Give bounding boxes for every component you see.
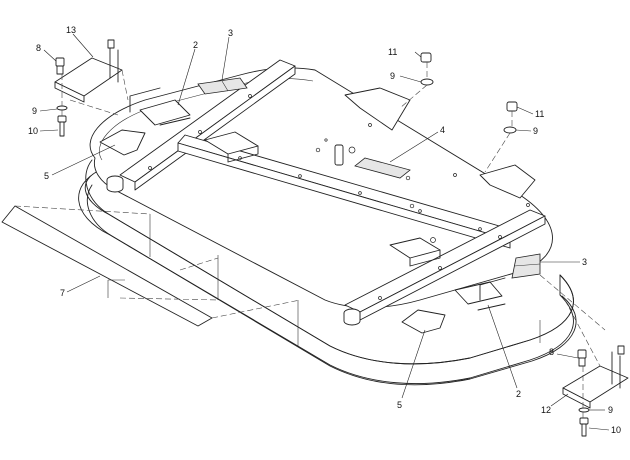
callout-labels: 13 8 9 10 2 3 11 9 11 9 4 5 7 3 8 12 9 1… [28,25,621,435]
callout-8-rear: 8 [549,347,554,357]
mount-bracket-center [204,131,259,163]
handle-2-front [129,87,191,126]
hardware-front [55,57,68,137]
callout-11-right: 11 [535,109,544,119]
callout-4: 4 [440,125,445,135]
decal-3-rear [511,253,541,279]
handle-2-rear [454,277,506,311]
callout-12: 12 [541,405,551,415]
callout-9-top: 9 [390,71,395,81]
callout-13: 13 [66,25,76,35]
callout-9-right: 9 [533,126,538,136]
decal-5-front [99,129,146,156]
callout-8-front: 8 [36,43,41,53]
decal-5-rear [401,309,446,334]
callout-9-front: 9 [32,106,37,116]
spindle-post-front [106,175,124,193]
front-channel [119,59,296,191]
deck-top-fasteners [315,123,530,209]
mount-plate-upper-right [344,87,536,199]
callout-7: 7 [60,288,65,298]
bracket-13 [54,39,123,103]
mount-bracket-rear [389,237,441,267]
spindle-post-rear [343,308,361,326]
callout-3-top: 3 [228,28,233,38]
callout-3-rear: 3 [582,257,587,267]
callout-5-front: 5 [44,171,49,181]
callout-10-front: 10 [28,126,38,136]
leader-lines [39,33,610,431]
callout-11-top: 11 [388,47,397,57]
decal-3-top [197,77,248,95]
bracket-12 [562,345,629,409]
deck-housing [78,159,577,386]
hardware-rear [577,349,590,437]
callout-9-rear: 9 [608,405,613,415]
explosion-lines [14,62,606,418]
decal-4 [354,157,411,179]
hardware-top-right [420,52,518,134]
callout-2-rear: 2 [516,389,521,399]
callout-5-rear: 5 [397,400,402,410]
callout-10-rear: 10 [611,425,621,435]
callout-2-front: 2 [193,40,198,50]
